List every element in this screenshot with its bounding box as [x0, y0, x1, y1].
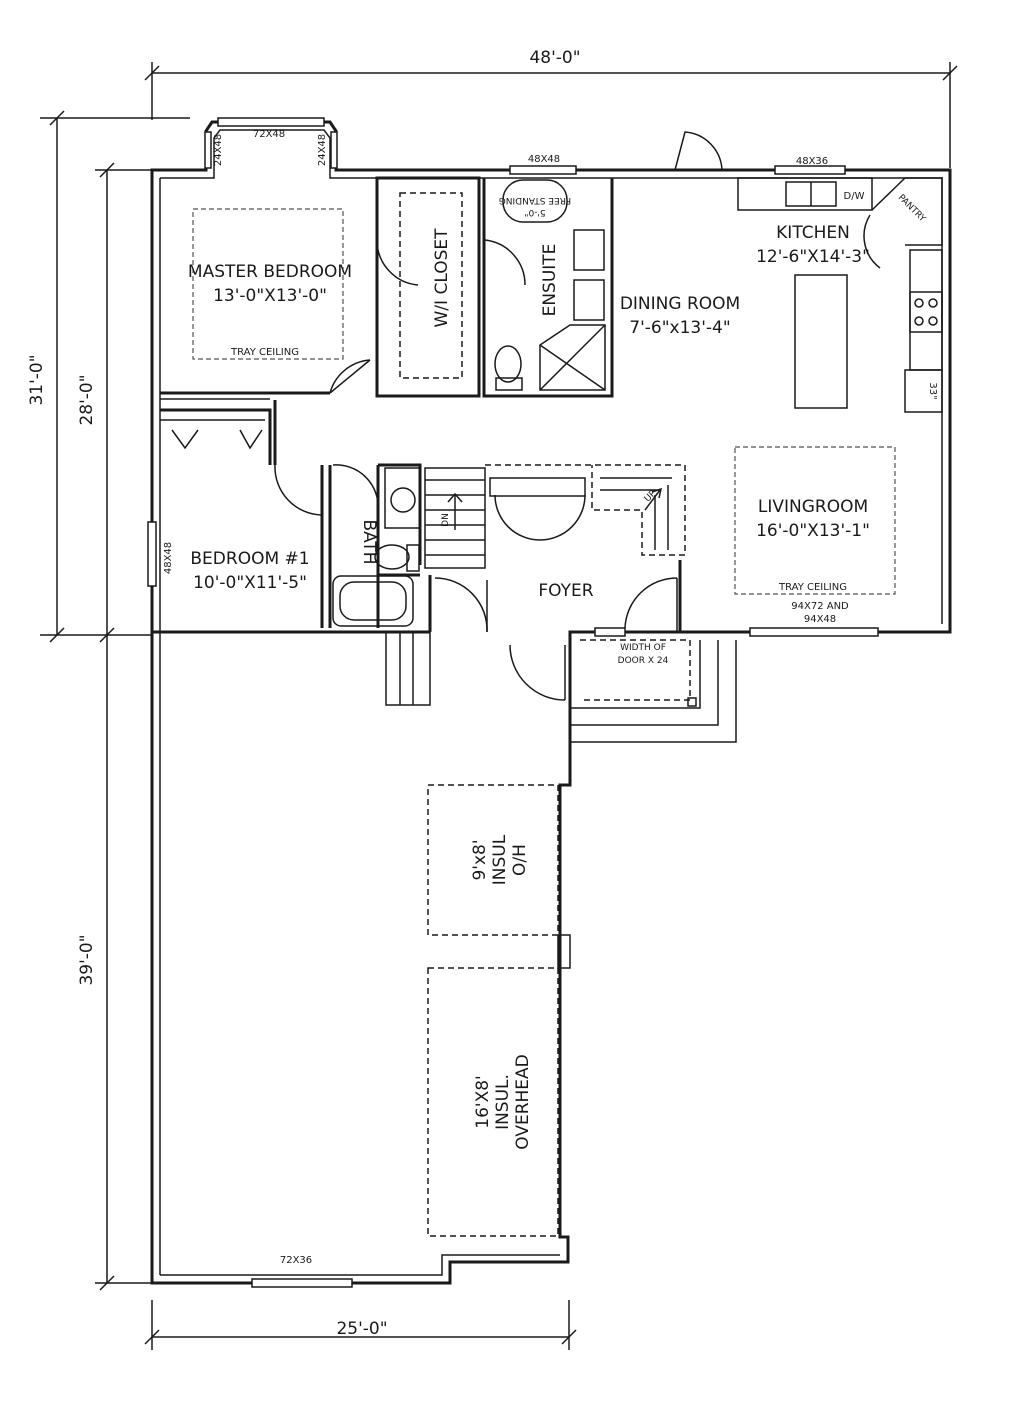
master-tray-ceiling-label: TRAY CEILING — [230, 347, 299, 358]
front-steps — [385, 632, 737, 743]
dimension-top-width: 48'-0" — [529, 48, 580, 68]
master-bedroom-size: 13'-0"X13'-0" — [213, 286, 327, 306]
bedroom1-size: 10'-0"X11'-5" — [193, 573, 307, 593]
pantry-outline — [871, 177, 943, 246]
bath-tub — [332, 575, 414, 627]
bath-toilet — [374, 544, 410, 570]
kitchen-counter-top — [737, 177, 873, 211]
dimension-bottom-width: 25'-0" — [336, 1319, 387, 1339]
dining-room-name: DINING ROOM — [620, 294, 740, 314]
living-room-size: 16'-0"X13'-1" — [756, 521, 870, 541]
living-tray-ceiling-label: TRAY CEILING — [778, 582, 847, 593]
door-label-line1: WIDTH OF — [620, 643, 666, 653]
refrigerator — [904, 369, 943, 413]
bath-name: BATH — [359, 519, 379, 564]
interior-walls — [160, 176, 682, 632]
living-room-name: LIVINGROOM — [758, 497, 868, 517]
window-label-master-left: 24X48 — [213, 134, 224, 166]
dimension-left-inner: 28'-0" — [77, 374, 97, 425]
door-label-line2: DOOR X 24 — [618, 656, 669, 666]
bath-vanity — [384, 467, 421, 529]
dimension-lines — [40, 62, 958, 1350]
stairs — [424, 464, 686, 569]
foyer-name: FOYER — [538, 581, 593, 601]
master-bedroom-name: MASTER BEDROOM — [188, 262, 352, 282]
window-label-kitchen-top: 48X36 — [796, 156, 828, 167]
ensuite-sink-2 — [573, 279, 605, 321]
closet-name: W/I CLOSET — [432, 228, 452, 328]
window-label-master-top: 72X48 — [253, 129, 285, 140]
window-label-living-line1: 94X72 AND — [791, 601, 849, 612]
window-label-ensuite-top: 48X48 — [528, 154, 560, 165]
tub-label-line1: FREE STANDING — [499, 195, 571, 205]
dimension-garage-depth: 39'-0" — [77, 934, 97, 985]
window-label-garage-bottom: 72X36 — [280, 1255, 312, 1266]
tub-label-line2: 5'-0" — [524, 207, 545, 217]
garage-door-small-line2: INSUL — [490, 834, 510, 885]
bath-toilet-tank — [406, 544, 420, 572]
refrigerator-label: 33" — [927, 382, 938, 399]
closet-shelving — [399, 192, 463, 379]
bath-sink — [390, 487, 416, 513]
bedroom1-name: BEDROOM #1 — [190, 549, 309, 569]
window-label-master-right: 24X48 — [317, 134, 328, 166]
ensuite-sink-1 — [573, 229, 605, 271]
garage-door-large-line1: 16'X8' — [473, 1075, 493, 1128]
freestanding-tub — [502, 179, 568, 223]
door-swings — [274, 131, 881, 701]
ensuite-name: ENSUITE — [540, 244, 560, 317]
pantry-label: PANTRY — [896, 193, 928, 225]
garage-door-small-line3: O/H — [510, 844, 530, 876]
kitchen-range — [909, 291, 943, 333]
bedroom-closet-doors — [171, 429, 263, 450]
kitchen-size: 12'-6"X14'-3" — [756, 247, 870, 267]
tray-ceiling-living — [734, 446, 896, 595]
window-label-bedroom-side: 48X48 — [163, 542, 174, 574]
window-label-living-line2: 94X48 — [804, 614, 836, 625]
kitchen-island — [794, 274, 848, 409]
kitchen-name: KITCHEN — [776, 223, 850, 243]
garage-door-large-line2: INSUL. — [493, 1074, 513, 1130]
garage-door-small-line1: 9'x8' — [470, 839, 490, 880]
ensuite-shower — [539, 324, 606, 391]
ensuite-toilet-tank — [495, 377, 523, 391]
dishwasher-label: D/W — [844, 191, 865, 202]
dining-room-size: 7'-6"x13'-4" — [629, 318, 730, 338]
dimension-left-outer: 31'-0" — [27, 354, 47, 405]
ensuite-toilet — [494, 345, 522, 383]
tray-ceiling-master — [192, 208, 344, 360]
windows — [147, 117, 879, 1288]
kitchen-counter-side — [909, 249, 943, 371]
garage-door-large-line3: OVERHEAD — [513, 1054, 533, 1150]
stair-down-label: DN — [441, 513, 451, 527]
garage-doors — [427, 784, 571, 1237]
